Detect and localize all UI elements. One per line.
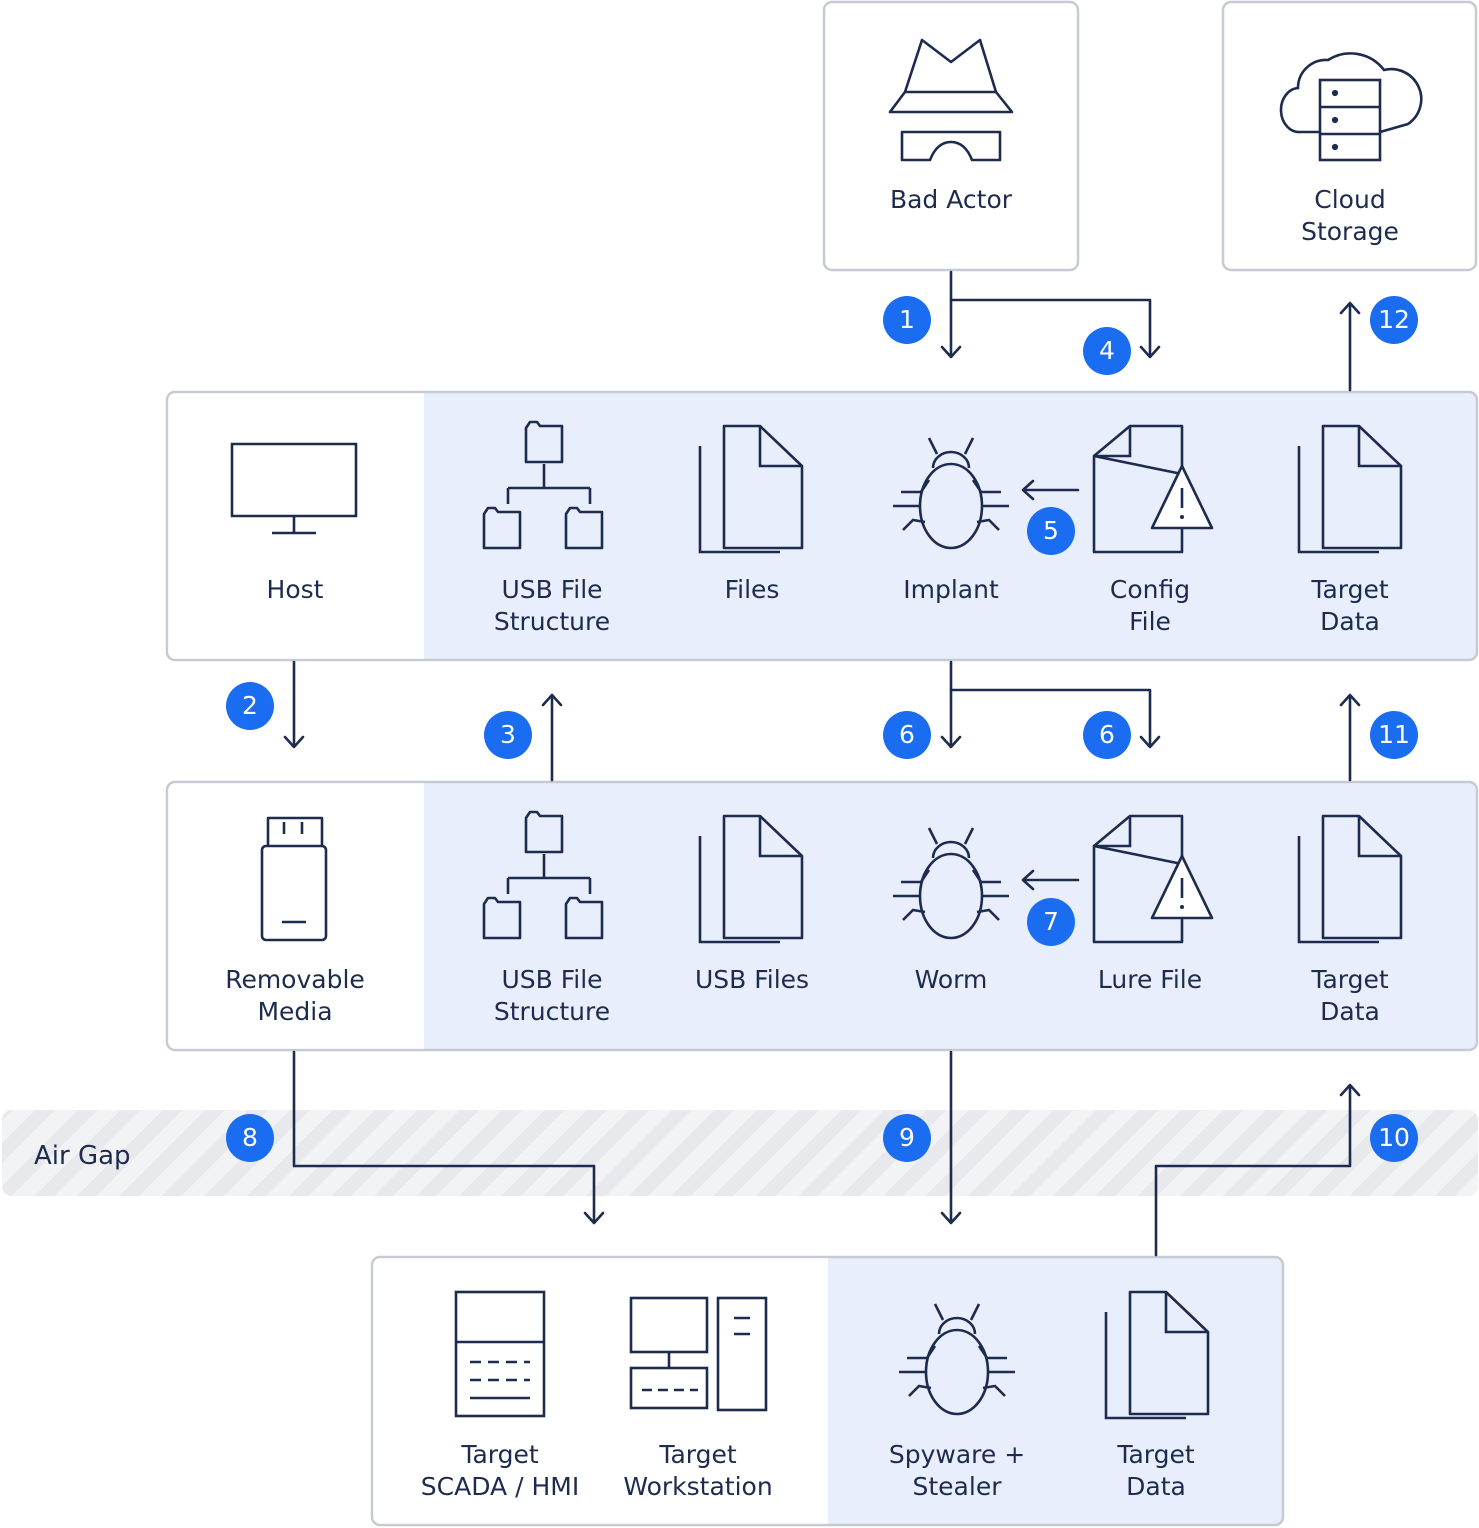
bad-actor-box — [822, 0, 1080, 272]
host-row-panel — [165, 390, 1479, 662]
spyware-stealer-label: Spyware + Stealer — [888, 1440, 1026, 1501]
step-badge-12: 12 — [1370, 296, 1418, 344]
air-gap-band — [2, 1110, 1478, 1196]
cloud-server-icon — [1279, 52, 1423, 162]
host-label: Host — [266, 575, 324, 604]
step-badge-6: 6 — [1083, 711, 1131, 759]
workstation-icon — [629, 1296, 768, 1412]
lure-file-label: Lure File — [1097, 965, 1203, 994]
target-cell — [373, 1258, 828, 1524]
worm-label: Worm — [914, 965, 988, 994]
step-badge-11: 11 — [1370, 711, 1418, 759]
air-gap-label: Air Gap — [34, 1141, 131, 1171]
host-cell — [168, 393, 424, 659]
usb-file-structure-label: USB File Structure — [493, 575, 611, 636]
bad-actor-label: Bad Actor — [889, 185, 1013, 214]
media-cell — [168, 783, 424, 1049]
files-label: Files — [724, 575, 780, 604]
step-badge-2: 2 — [226, 682, 274, 730]
target-workstation-label: Target Workstation — [623, 1440, 773, 1501]
target-data-label: Target Data — [1311, 575, 1389, 636]
config-file-label: Config File — [1109, 575, 1191, 636]
step-badge-6: 6 — [883, 711, 931, 759]
cloud-storage-box — [1221, 0, 1478, 272]
usb-files-label: USB Files — [694, 965, 810, 994]
step-badge-5: 5 — [1027, 507, 1075, 555]
scada-panel-icon — [454, 1290, 546, 1418]
step-badge-8: 8 — [226, 1114, 274, 1162]
removable-media-label: Removable Media — [225, 965, 365, 1026]
media-row-panel — [165, 780, 1479, 1052]
target-data-label: Target Data — [1117, 1440, 1195, 1501]
step-badge-1: 1 — [883, 296, 931, 344]
step-badge-10: 10 — [1370, 1114, 1418, 1162]
monitor-icon — [230, 442, 358, 535]
usb-file-structure-label: USB File Structure — [493, 965, 611, 1026]
spy-icon — [888, 38, 1014, 162]
step-badge-7: 7 — [1027, 898, 1075, 946]
step-badge-4: 4 — [1083, 327, 1131, 375]
target-data-label: Target Data — [1311, 965, 1389, 1026]
implant-label: Implant — [903, 575, 999, 604]
target-scada-label: Target SCADA / HMI — [420, 1440, 580, 1501]
step-badge-3: 3 — [484, 711, 532, 759]
step-badge-9: 9 — [883, 1114, 931, 1162]
usb-drive-icon — [260, 816, 328, 942]
connectors — [283, 270, 1361, 1257]
cloud-storage-label: Cloud Storage — [1301, 185, 1399, 246]
